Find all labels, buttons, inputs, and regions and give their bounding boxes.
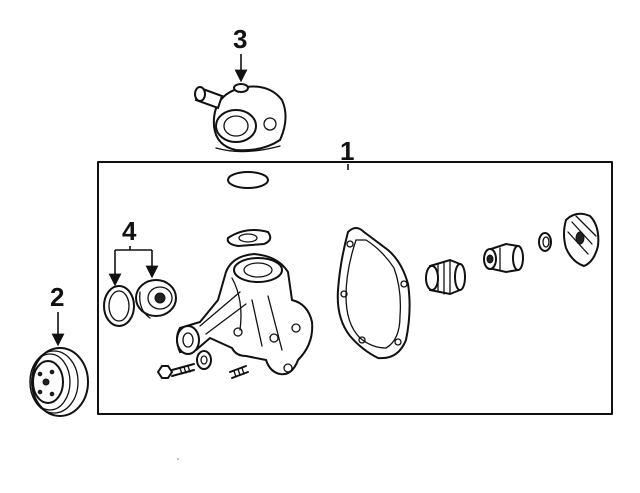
impeller xyxy=(563,212,600,268)
callout-2: 2 xyxy=(50,282,64,312)
callout-4-bracket xyxy=(115,246,152,251)
small-gasket xyxy=(226,229,272,248)
bearing-shaft xyxy=(483,242,524,274)
seal-ring xyxy=(103,285,135,327)
water-pump-pulley xyxy=(29,347,89,417)
callout-1: 1 xyxy=(340,136,354,166)
washer xyxy=(196,350,212,370)
assembly-frame xyxy=(97,161,613,415)
water-pump-body xyxy=(176,252,314,376)
thermostat xyxy=(135,279,177,319)
stray-dot xyxy=(177,458,179,460)
callout-3: 3 xyxy=(233,24,247,54)
stud xyxy=(229,365,249,379)
small-seal-ring xyxy=(538,232,552,252)
pump-gasket xyxy=(336,227,411,360)
mounting-bolt xyxy=(156,363,195,379)
callout-4: 4 xyxy=(122,216,137,246)
housing-oring xyxy=(227,171,269,189)
bellows-seal xyxy=(425,258,466,296)
thermostat-housing xyxy=(194,83,287,153)
